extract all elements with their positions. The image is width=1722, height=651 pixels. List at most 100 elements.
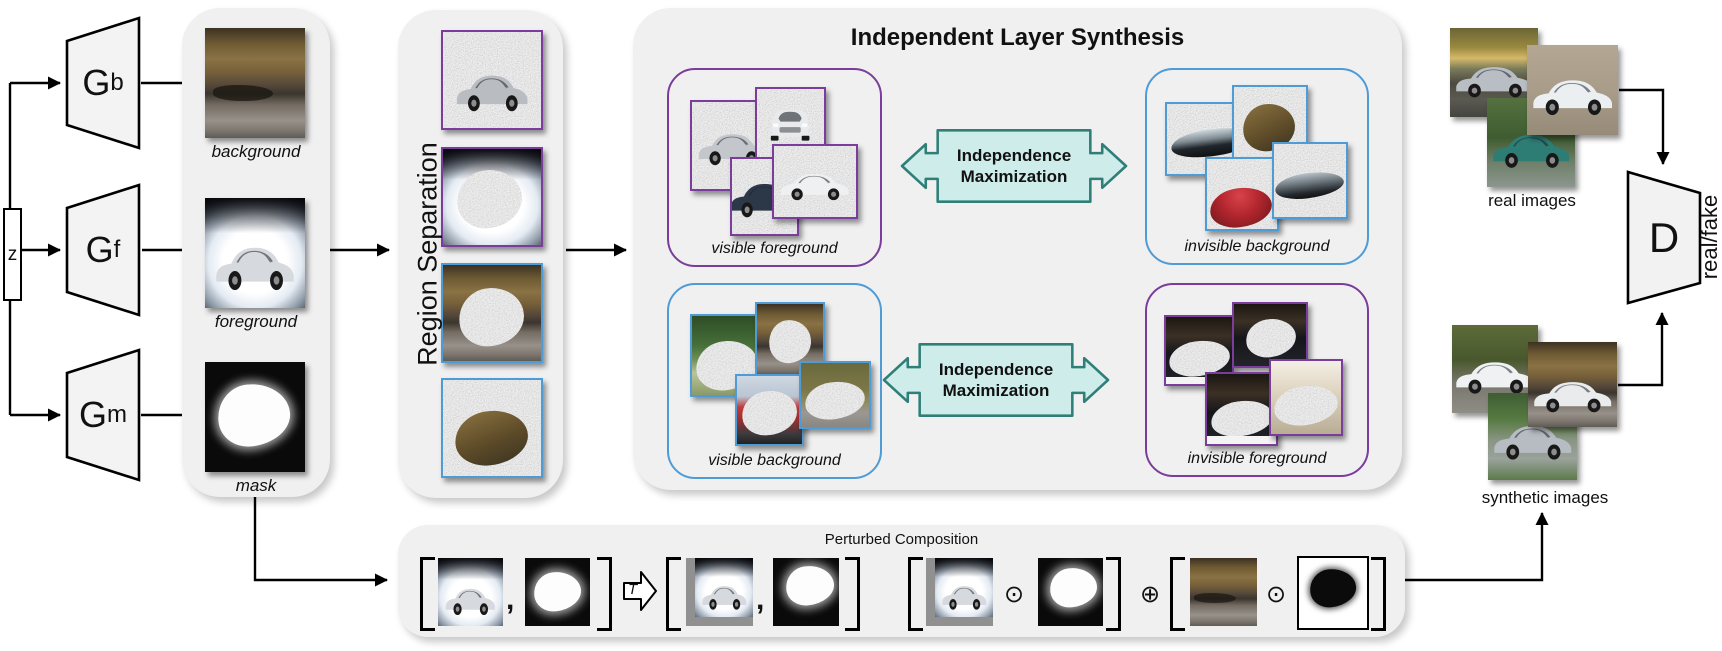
synthetic-images-label: synthetic images (1481, 488, 1609, 507)
ils-title: Independent Layer Synthesis (850, 24, 1185, 51)
caption-background: background (211, 142, 301, 161)
real-car-icon (1529, 70, 1616, 117)
bracket-open-4 (1170, 557, 1185, 631)
thumb-mask-layer (205, 362, 305, 472)
comp-mask-blob (784, 563, 836, 608)
independence-arrow-shape (882, 343, 1110, 417)
output-real-fake-label: real/fake (1697, 194, 1722, 280)
panel-generated-layers: background foreground mask (182, 8, 330, 497)
comp-mask-blob (1047, 565, 1099, 610)
rs-noise-blob (455, 284, 527, 350)
thumb-if-2 (1232, 302, 1308, 368)
bracket-open-1 (420, 557, 435, 631)
synthetic-car-icon (1452, 353, 1538, 395)
independence-arrow-text: Independence Maximization (956, 145, 1072, 186)
thumb-rs-visible-foreground (441, 30, 543, 130)
panel-independent-layer-synthesis: Independent Layer Synthesis visible fore… (633, 8, 1402, 490)
caption-invisible-foreground: invisible foreground (1187, 450, 1327, 467)
if-noise-blob (1243, 315, 1299, 361)
independence-arrow-top: Independence Maximization (900, 126, 1128, 206)
box-visible-foreground: visible foreground (667, 68, 882, 267)
bracket-close-4 (1371, 557, 1386, 631)
thumb-ib-4 (1272, 142, 1348, 219)
thumb-rs-invisible-foreground (441, 147, 543, 247)
independence-arrow-text: Independence Maximization (938, 359, 1054, 400)
caption-visible-foreground: visible foreground (711, 240, 838, 257)
comp-car-icon (443, 581, 498, 616)
comp-mask-blob (532, 569, 583, 614)
transform-arrow: T (622, 568, 658, 614)
comp-background (1190, 558, 1257, 626)
bracket-open-3 (908, 557, 923, 631)
vb-noise-blob (766, 317, 814, 365)
comp-mask-inverted (1297, 556, 1369, 630)
thumb-foreground-layer (205, 198, 305, 308)
vf-car-icon (766, 105, 814, 143)
arrow-composition-to-synthetic (1405, 512, 1549, 582)
if-noise-blob (1166, 337, 1232, 380)
real-car-icon (1452, 58, 1536, 99)
box-invisible-foreground: invisible foreground (1145, 283, 1369, 477)
arrow-synthetic-to-discriminator (1618, 312, 1669, 387)
comp-foreground-1 (438, 558, 503, 626)
latent-z-box: z (3, 208, 22, 301)
vb-noise-blob (739, 387, 800, 438)
if-white-strip (1207, 435, 1276, 444)
bracket-close-3 (1106, 557, 1121, 631)
comma-2: , (756, 583, 765, 616)
thumb-vb-4 (799, 361, 871, 429)
independence-arrow-bottom: Independence Maximization (882, 340, 1110, 420)
generator-gf-shape (65, 183, 141, 317)
arrow-mask-to-composition (253, 497, 388, 587)
box-invisible-background: invisible background (1145, 68, 1369, 265)
oplus-operator: ⊕ (1139, 581, 1161, 608)
thumb-ib-3 (1205, 157, 1279, 231)
rs-car-icon (453, 65, 531, 113)
panel-perturbed-composition: Perturbed Composition , T , (398, 525, 1405, 637)
rs-noise-blob (453, 166, 525, 232)
real-images-label: real images (1488, 191, 1576, 210)
discriminator-d: D (1625, 170, 1703, 306)
if-noise-blob (1209, 396, 1276, 440)
generator-gm-shape (65, 348, 141, 482)
thumb-vb-3 (735, 374, 804, 446)
real-image-2 (1527, 45, 1618, 135)
background-car-silhouette (213, 85, 273, 101)
region-separation-label: Region Separation (412, 142, 443, 366)
comp-foreground-shifted-2 (926, 558, 993, 626)
mask-blob (214, 380, 294, 450)
box-visible-background: visible background (667, 283, 882, 479)
thumb-background-layer (205, 28, 305, 138)
caption-visible-background: visible background (708, 452, 841, 469)
vf-car-icon (777, 166, 852, 202)
transform-label: T (628, 581, 638, 598)
thumb-if-3 (1205, 372, 1278, 446)
comp-background-car-silhouette (1194, 593, 1236, 603)
thumb-vf-4 (772, 144, 858, 219)
if-white-strip (1166, 377, 1232, 384)
synthetic-image-2 (1528, 342, 1617, 427)
bracket-open-2 (666, 557, 681, 631)
odot-operator-1: ⊙ (1003, 581, 1025, 608)
comma-1: , (506, 583, 515, 616)
comp-car-icon (940, 579, 989, 611)
bracket-close-1 (597, 557, 612, 631)
comp-shifted-inner (935, 558, 993, 617)
comp-inverted-mask-blob (1308, 566, 1358, 610)
comp-car-icon (700, 579, 749, 611)
odot-operator-2: ⊙ (1265, 581, 1287, 608)
arrow-real-to-discriminator (1619, 88, 1670, 165)
thumb-if-4 (1269, 359, 1343, 436)
synthetic-car-icon (1530, 373, 1615, 414)
if-noise-blob (1271, 382, 1341, 429)
thumb-rs-visible-background (441, 263, 543, 363)
generator-gb-shape (65, 16, 141, 150)
caption-foreground: foreground (214, 312, 298, 331)
